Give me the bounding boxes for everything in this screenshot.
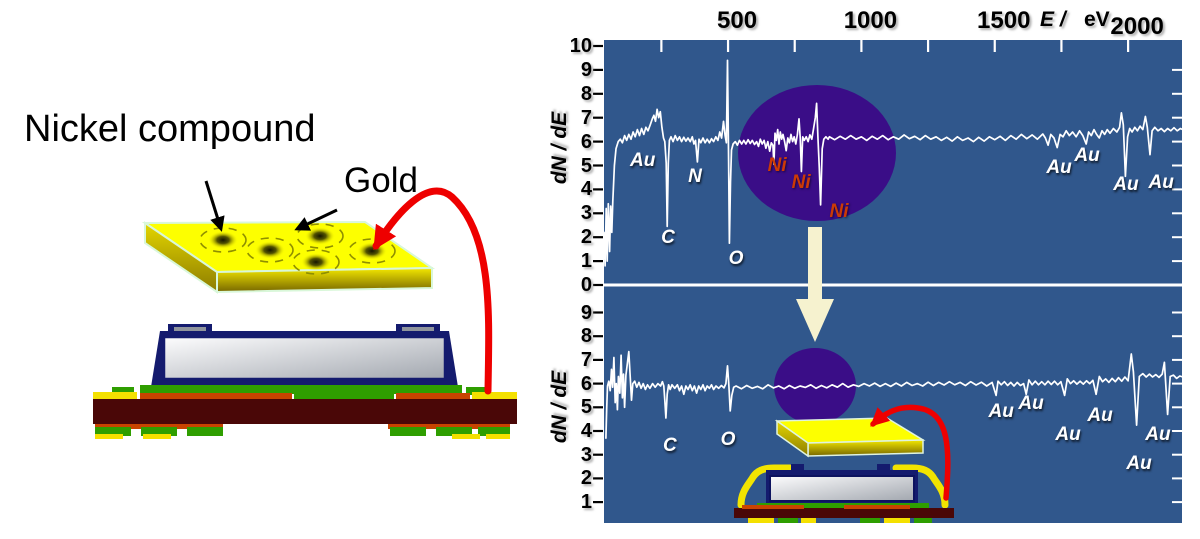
down-arrow-icon [796, 227, 834, 342]
residual-highlight-ellipse [774, 348, 856, 424]
x-axis-unit: eV [1084, 8, 1110, 31]
y-tick-label-before-3: 3 [580, 202, 592, 225]
y-tick-label-before-9: 9 [580, 58, 592, 81]
y-tick-label-before-7: 7 [580, 106, 592, 129]
peak-label-au: Au [1113, 173, 1139, 195]
y-tick-label-before-0: 0 [580, 274, 592, 296]
y-tick-label-after-4: 4 [580, 420, 592, 442]
plate-front-face [216, 266, 433, 294]
y-tick-label-before-8: 8 [580, 82, 592, 105]
spectrum-lines [603, 59, 1184, 439]
nickel-compound-label: Nickel compound [24, 108, 316, 150]
spectra-plot [593, 40, 1184, 523]
y-tick-label-after-7: 7 [580, 348, 592, 371]
circuit-board [93, 399, 517, 424]
die [162, 335, 447, 381]
peak-label-c: C [661, 227, 675, 249]
gold-label: Gold [344, 161, 418, 200]
y-tick-label-before-1: 1 [580, 250, 592, 273]
y-tick-label-before-5: 5 [580, 154, 592, 177]
chip-package-illustration [93, 324, 517, 439]
peak-label-o: O [720, 429, 736, 451]
y-tick-label-before-6: 6 [580, 130, 592, 153]
gold-pointer-arrow-icon [294, 208, 338, 231]
y-tick-label-before-4: 4 [580, 178, 592, 201]
y-tick-label-after-3: 3 [580, 443, 592, 466]
peak-label-au: Au [1018, 392, 1044, 414]
panel-separator-line [604, 283, 1182, 287]
x-axis-symbol: E / [1040, 8, 1066, 31]
peak-label-ni: Ni [791, 172, 811, 194]
peak-label-ni: Ni [767, 154, 787, 176]
wire-arrow-icon [372, 187, 493, 395]
peak-label-au: Au [1148, 172, 1174, 194]
axis-ticks [593, 40, 1182, 504]
peak-label-au: Au [1145, 423, 1171, 445]
x-tick-label-500: 500 [717, 7, 758, 34]
ni-highlight-ellipse [738, 85, 896, 221]
x-tick-label-1000: 1000 [843, 7, 898, 34]
peak-label-au: Au [1055, 423, 1081, 445]
y-tick-label-before-2: 2 [580, 226, 592, 249]
peak-label-au: Au [630, 149, 656, 171]
peak-label-au: Au [1126, 453, 1152, 475]
peak-label-au: Au [988, 401, 1014, 423]
y-tick-label-after-2: 2 [580, 467, 592, 490]
y-tick-label-after-9: 9 [580, 301, 592, 324]
mini-wire-arrow-icon [870, 404, 951, 501]
peak-label-au: Au [1046, 156, 1072, 178]
x-tick-label-1500: 1500 [977, 7, 1031, 34]
peak-label-c: C [663, 435, 677, 457]
peak-label-ni: Ni [829, 201, 849, 223]
y-tick-label-after-1: 1 [580, 491, 592, 514]
peak-label-n: N [688, 166, 702, 188]
x-tick-label-2000: 2000 [1110, 13, 1164, 40]
peak-label-au: Au [1087, 404, 1113, 426]
spectrum-line-after [605, 350, 1184, 439]
gold-plate-illustration [141, 220, 436, 294]
y-tick-label-before-10: 10 [569, 35, 592, 57]
nickel-pointer-arrow-icon [204, 180, 225, 232]
spectrum-line-before [603, 59, 1184, 267]
peak-label-au: Au [1074, 144, 1100, 166]
y-tick-label-after-6: 6 [580, 372, 592, 395]
y-tick-label-after-5: 5 [580, 396, 592, 419]
mini-chip-package [734, 464, 954, 523]
plate-side-face [144, 221, 218, 294]
y-tick-label-after-8: 8 [580, 325, 592, 348]
peak-label-o: O [728, 247, 744, 269]
